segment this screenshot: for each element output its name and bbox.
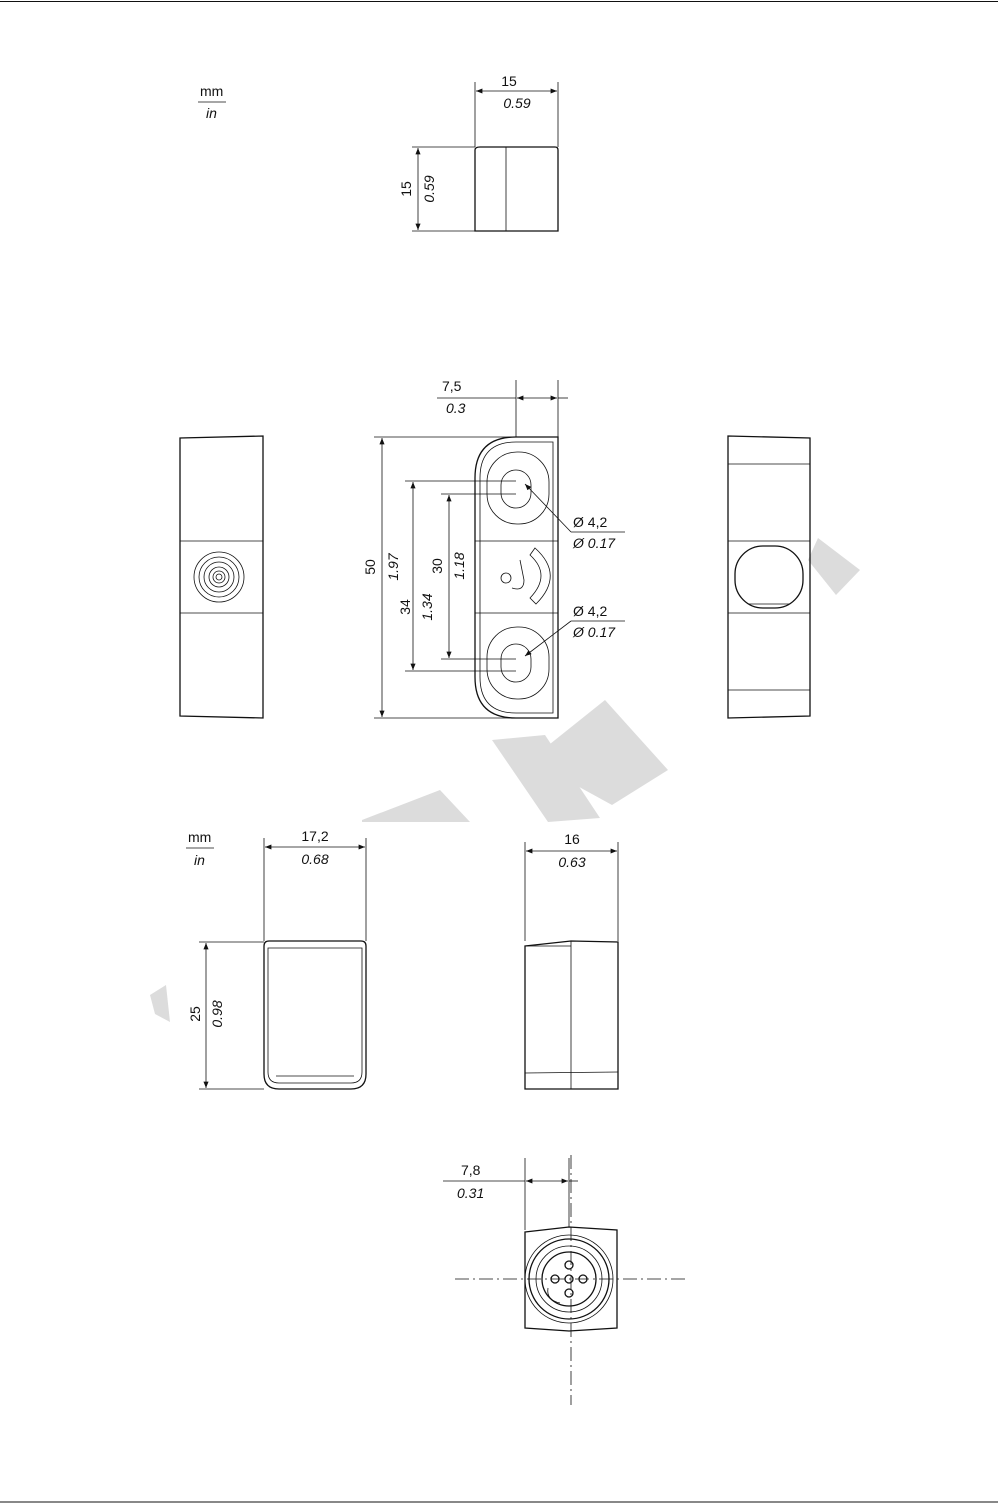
actuator-offset-mm: 7,5 — [442, 378, 462, 394]
actuator-inner-pitch-mm: 30 — [429, 558, 445, 574]
mounting-hole-bottom — [487, 627, 549, 699]
connector-depth-in: 0.63 — [558, 854, 585, 870]
sensor-outline — [475, 147, 558, 231]
connector-front-outline — [264, 941, 366, 1089]
unit-in-2: in — [194, 852, 205, 868]
actuator-left-outline — [180, 436, 263, 718]
actuator-outer-pitch-mm: 34 — [397, 599, 413, 615]
actuator-right-view — [728, 436, 810, 718]
connector-width-in: 0.68 — [301, 851, 328, 867]
hole-top-dia-in: Ø 0.17 — [572, 535, 616, 551]
sensor-small-view: 15 0.59 15 0.59 — [398, 73, 558, 231]
connector-offset-mm: 7,8 — [461, 1162, 481, 1178]
connector-depth-mm: 16 — [564, 831, 580, 847]
unit-mm: mm — [200, 83, 223, 99]
actuator-length-in: 1.97 — [385, 552, 401, 580]
pin-bottom — [565, 1289, 573, 1297]
hole-bottom-dia-in: Ø 0.17 — [572, 624, 616, 640]
connector-front-view: 17,2 0.68 25 0.98 — [187, 828, 366, 1089]
sensor-height-mm: 15 — [398, 181, 414, 197]
actuator-offset-in: 0.3 — [446, 400, 466, 416]
sensor-width-in: 0.59 — [503, 95, 530, 111]
sensor-height-in: 0.59 — [421, 175, 437, 202]
connector-end-view: 7,8 0.31 — [443, 1155, 685, 1405]
connector-height-mm: 25 — [187, 1006, 203, 1022]
magnet-pocket — [735, 546, 803, 608]
mounting-hole-top — [487, 452, 549, 524]
connector-side-outline — [525, 941, 618, 1089]
actuator-left-view — [180, 436, 263, 718]
magnet-symbol-icon — [501, 548, 550, 604]
watermark — [150, 538, 860, 1022]
sensor-width-mm: 15 — [501, 73, 517, 89]
hole-bottom-dia-mm: Ø 4,2 — [573, 603, 607, 619]
connector-width-mm: 17,2 — [301, 828, 328, 844]
units-legend-bottom: mm in — [186, 829, 214, 868]
target-rings-icon — [194, 552, 244, 602]
actuator-outer-pitch-in: 1.34 — [419, 593, 435, 620]
connector-height-in: 0.98 — [209, 1000, 225, 1027]
actuator-right-outline — [728, 436, 810, 718]
actuator-length-mm: 50 — [362, 559, 378, 575]
connector-side-view: 16 0.63 — [525, 831, 618, 1089]
unit-mm-2: mm — [188, 829, 211, 845]
unit-in: in — [206, 105, 217, 121]
pin-top — [565, 1261, 573, 1269]
connector-offset-in: 0.31 — [457, 1185, 484, 1201]
units-legend-top: mm in — [198, 83, 226, 121]
hole-top-dia-mm: Ø 4,2 — [573, 514, 607, 530]
actuator-inner-pitch-in: 1.18 — [451, 552, 467, 579]
actuator-front-view: 7,5 0.3 50 1.97 34 1.34 30 1.18 Ø 4,2 Ø … — [362, 378, 625, 718]
